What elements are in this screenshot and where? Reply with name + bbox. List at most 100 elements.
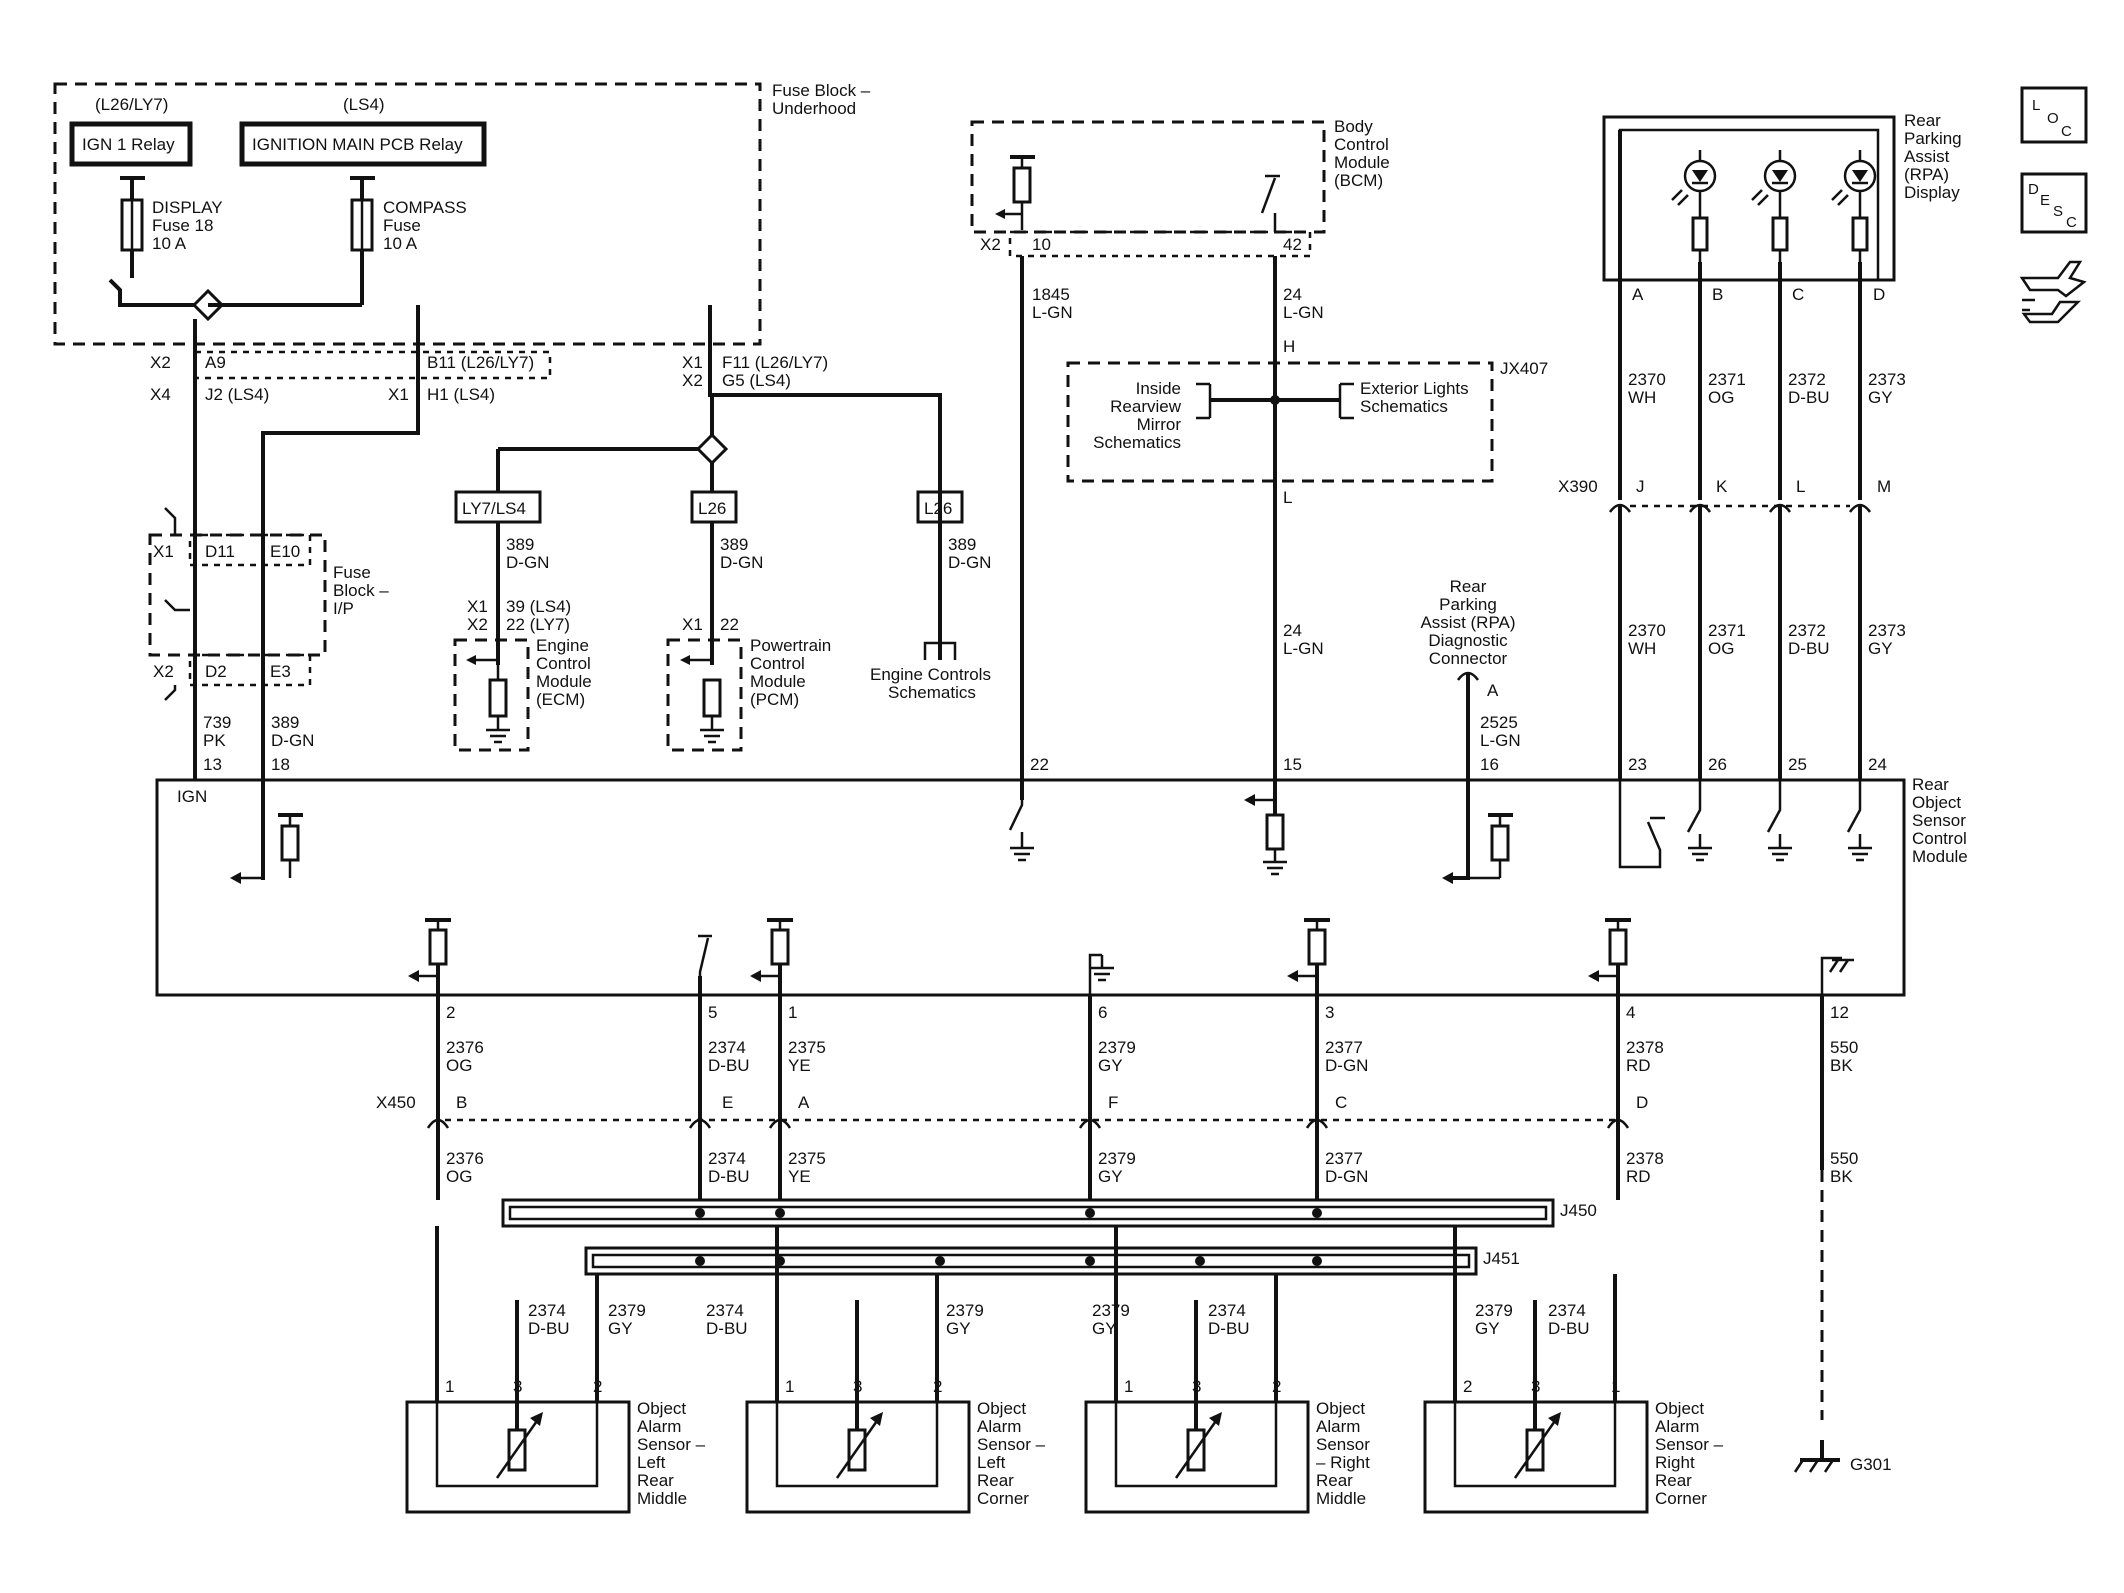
svg-text:Rear: Rear [977,1471,1014,1490]
svg-text:Fuse 18: Fuse 18 [152,216,213,235]
svg-text:Sensor –: Sensor – [1655,1435,1724,1454]
bcm-block: Body Control Module (BCM) X2 10 42 1845 … [970,117,1390,800]
j451-label: J451 [1483,1249,1520,1268]
svg-text:Schematics: Schematics [1093,433,1181,452]
rpa-display-name: Rear [1904,111,1941,130]
fuse-block-underhood: Fuse Block – Underhood (L26/LY7) IGN 1 R… [53,81,871,780]
engine-controls-feed [708,305,942,640]
svg-text:10 A: 10 A [383,234,418,253]
engine-controls-ref: 389 D-GN Engine Controls Schematics [870,522,991,702]
svg-text:X2: X2 [682,371,703,390]
svg-text:H1 (LS4): H1 (LS4) [427,385,495,404]
svg-text:D-BU: D-BU [706,1319,748,1338]
svg-text:389: 389 [720,535,748,554]
svg-text:24: 24 [1283,621,1302,640]
sensor-name: Object [1316,1399,1365,1418]
x450-pin-label: C [1335,1093,1347,1112]
splice-node [695,1256,705,1266]
splice-node [1312,1256,1322,1266]
svg-text:C: C [1792,285,1804,304]
module-name: Rear [1912,775,1949,794]
svg-text:Sensor: Sensor [1912,811,1966,830]
svg-text:L: L [1796,477,1805,496]
splice-node [775,1256,785,1266]
svg-text:L-GN: L-GN [1032,303,1073,322]
svg-text:Corner: Corner [1655,1489,1707,1508]
svg-text:IGN: IGN [177,787,207,806]
svg-text:D11: D11 [205,542,235,561]
svg-text:A: A [1487,681,1499,700]
wire-label: 550 [1830,1149,1858,1168]
variable-resistor-icon [1513,1417,1559,1479]
module-pin-label: 2 [446,1003,455,1022]
svg-text:L: L [1283,488,1292,507]
svg-text:D-GN: D-GN [506,553,549,572]
svg-text:Object: Object [1912,793,1961,812]
svg-text:Corner: Corner [977,1489,1029,1508]
j450-label: J450 [1560,1201,1597,1220]
ground-g301: G301 [1793,1170,1892,1474]
svg-text:RD: RD [1626,1056,1651,1075]
svg-text:C: C [2061,123,2072,140]
desc-button[interactable]: D E S C [2020,172,2088,234]
connector-cap-icon [1456,671,1480,681]
svg-text:X2: X2 [150,353,171,372]
svg-text:L26: L26 [698,499,726,518]
pin16-resistor-icon [1490,824,1510,862]
svg-text:18: 18 [271,755,290,774]
svg-text:Rearview: Rearview [1110,397,1182,416]
svg-text:L-GN: L-GN [1480,731,1521,750]
svg-text:H: H [1283,337,1295,356]
pin22-switch-icon [1008,800,1024,831]
splice-node [1085,1256,1095,1266]
connector-tool-icon[interactable] [2019,260,2087,324]
svg-text:D-BU: D-BU [708,1056,750,1075]
svg-text:24: 24 [1868,755,1887,774]
svg-text:Connector: Connector [1429,649,1508,668]
pin23-switch-icon [1618,780,1662,869]
sensor-pin-label: 1 [1124,1377,1133,1396]
loc-button[interactable]: L O C [2020,86,2088,144]
switch-icon [698,937,710,976]
ign-main-relay-box [239,121,487,167]
svg-text:A: A [1632,285,1644,304]
module-bottom-circuits [408,918,1854,995]
ign-wire-389 [261,305,420,880]
jx407-splice: JX407 Inside Rearview Mirror Schematics … [1066,359,1548,483]
x450-pin-label: F [1108,1093,1118,1112]
pcm-resistor-icon [702,678,722,718]
bcm-resistor-icon [1012,166,1032,204]
svg-text:389: 389 [506,535,534,554]
signal-arrow-icon [1287,970,1298,982]
variable-resistor-icon [835,1417,881,1479]
svg-text:Alarm: Alarm [637,1417,681,1436]
svg-text:13: 13 [203,755,222,774]
splice-node [935,1256,945,1266]
pullup-resistor-icon [428,928,448,966]
svg-text:BK: BK [1830,1056,1853,1075]
svg-text:YE: YE [788,1056,811,1075]
rpa-display: Rear Parking Assist (RPA) Display A B C … [1602,111,1962,304]
module-pin-label: 4 [1626,1003,1635,1022]
svg-text:23: 23 [1628,755,1647,774]
bottom-wires: 22376OGB2376OG52374D-BUE2374D-BU12375YEA… [426,995,1858,1200]
svg-text:Underhood: Underhood [772,99,856,118]
led-icon [1751,150,1797,262]
x450-connector: X450 [376,1093,1615,1122]
svg-text:A9: A9 [205,353,226,372]
chassis-ground-icon [1828,958,1854,973]
svg-text:739: 739 [203,713,231,732]
svg-text:Assist (RPA): Assist (RPA) [1420,613,1515,632]
svg-text:2371: 2371 [1708,370,1746,389]
svg-text:1845: 1845 [1032,285,1070,304]
svg-text:Inside: Inside [1136,379,1181,398]
sensor-name: Object [637,1399,686,1418]
svg-text:O: O [2047,110,2059,127]
wire-label: 2376 [446,1149,484,1168]
ign-main-relay-label: IGNITION MAIN PCB Relay [252,135,463,154]
svg-text:L: L [2032,97,2040,114]
svg-text:COMPASS: COMPASS [383,198,467,217]
